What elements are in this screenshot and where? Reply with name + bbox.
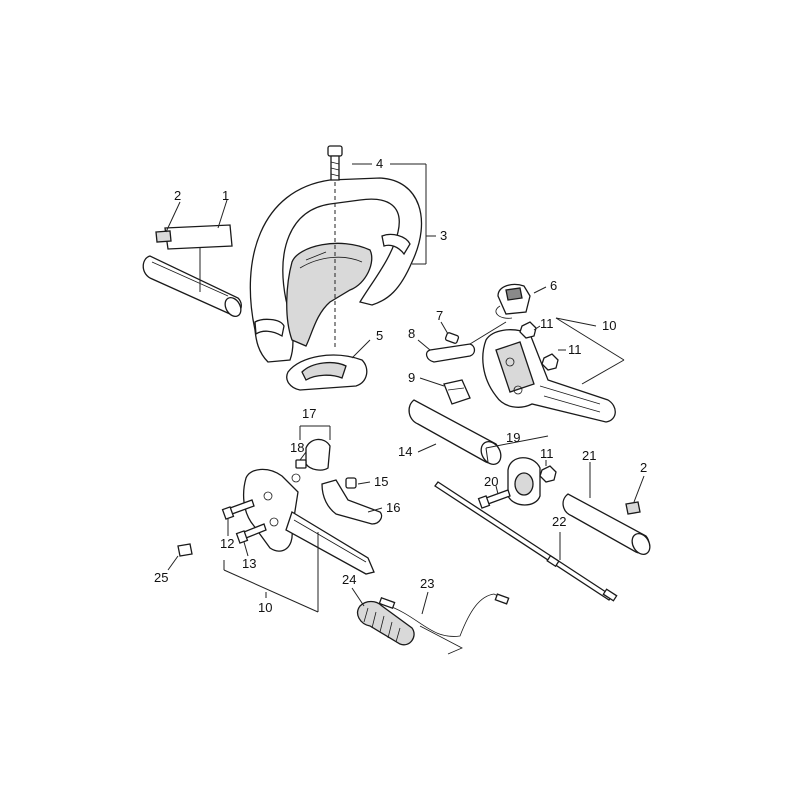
- callout-7: 7: [436, 308, 443, 323]
- small-label-part-2-right: [625, 501, 641, 515]
- leader-8-link: [469, 321, 507, 345]
- leader-10b-bracket-bottom: [223, 569, 319, 613]
- leader-8: [417, 339, 431, 351]
- throttle-cable-part-23: [378, 593, 510, 655]
- callout-3: 3: [440, 228, 447, 243]
- callout-6: 6: [550, 278, 557, 293]
- callout-1: 1: [222, 188, 229, 203]
- callout-13: 13: [242, 556, 256, 571]
- leader-9: [419, 377, 445, 387]
- label-sticker-part-1: [164, 224, 233, 250]
- sleeve-tube-part-14: [408, 399, 502, 465]
- callout-2-right: 2: [640, 460, 647, 475]
- small-label-part-2: [155, 230, 172, 243]
- callout-18: 18: [290, 440, 304, 455]
- outer-tube-part-21: [562, 493, 651, 555]
- leader-24: [351, 587, 365, 607]
- switch-part-6: [495, 283, 531, 319]
- screw-part-12: [221, 499, 255, 520]
- callout-9: 9: [408, 370, 415, 385]
- callout-4: 4: [376, 156, 383, 171]
- pin-part-7: [444, 332, 460, 344]
- callout-14: 14: [398, 444, 412, 459]
- leader-2b: [633, 475, 645, 503]
- callout-19: 19: [506, 430, 520, 445]
- callout-11-b: 11: [568, 342, 582, 357]
- callout-12: 12: [220, 536, 234, 551]
- grip-housing-upper: [482, 329, 616, 423]
- callout-25: 25: [154, 570, 168, 585]
- callout-24: 24: [342, 572, 356, 587]
- leader-25: [167, 555, 179, 571]
- leader-23: [421, 591, 429, 615]
- leader-5: [351, 339, 371, 359]
- leader-1: [217, 199, 228, 229]
- lever-part-9: [443, 379, 471, 405]
- callout-22: 22: [552, 514, 566, 529]
- callout-21: 21: [582, 448, 596, 463]
- loop-handle: [249, 177, 423, 363]
- screw-part-13: [235, 523, 267, 544]
- leader-13: [243, 541, 249, 557]
- callout-23: 23: [420, 576, 434, 591]
- drive-shaft-part-22: [434, 481, 618, 602]
- spring-part-15: [345, 477, 357, 489]
- leader-6: [533, 286, 547, 294]
- callout-11-a: 11: [540, 316, 554, 331]
- nut-part-11-b: [541, 353, 559, 371]
- nut-part-11-a: [519, 321, 537, 339]
- leader-15: [357, 481, 371, 485]
- leader-10a-top: [555, 317, 597, 327]
- grip-part-24: [356, 600, 415, 646]
- leader-19-bracket: [485, 435, 549, 449]
- bolt-part-18-small: [295, 459, 307, 469]
- leader-19-left: [485, 447, 489, 463]
- throttle-lever-part-16: [321, 479, 383, 525]
- label-part-25: [177, 543, 193, 557]
- leader-16: [367, 507, 383, 513]
- bolt-part-4: [327, 145, 343, 181]
- leader-7: [440, 321, 449, 335]
- callout-15: 15: [374, 474, 388, 489]
- callout-10-lower: 10: [258, 600, 272, 615]
- callout-16: 16: [386, 500, 400, 515]
- leader-11a: [533, 325, 541, 331]
- bolt-part-20: [477, 489, 511, 509]
- clamp-part-19: [507, 457, 541, 506]
- callout-8: 8: [408, 326, 415, 341]
- leader-14: [417, 443, 437, 453]
- callout-11-c: 11: [540, 446, 554, 461]
- trigger-part-8: [425, 343, 476, 363]
- leader-18: [299, 451, 307, 461]
- leader-20: [495, 485, 499, 495]
- callout-5: 5: [376, 328, 383, 343]
- callout-10-upper: 10: [602, 318, 616, 333]
- grip-housing-lower: [242, 468, 375, 575]
- throttle-clip-part-18: [305, 438, 331, 471]
- callout-17: 17: [302, 406, 316, 421]
- callout-2-left: 2: [174, 188, 181, 203]
- leader-10a-bracket-1: [555, 317, 625, 361]
- leader-10a-bracket-2: [581, 359, 625, 385]
- callout-20: 20: [484, 474, 498, 489]
- tube-cover-left: [142, 255, 242, 317]
- leader-2a: [165, 201, 181, 233]
- handle-clamp-part-5: [286, 354, 368, 391]
- nut-part-11-c: [539, 465, 557, 483]
